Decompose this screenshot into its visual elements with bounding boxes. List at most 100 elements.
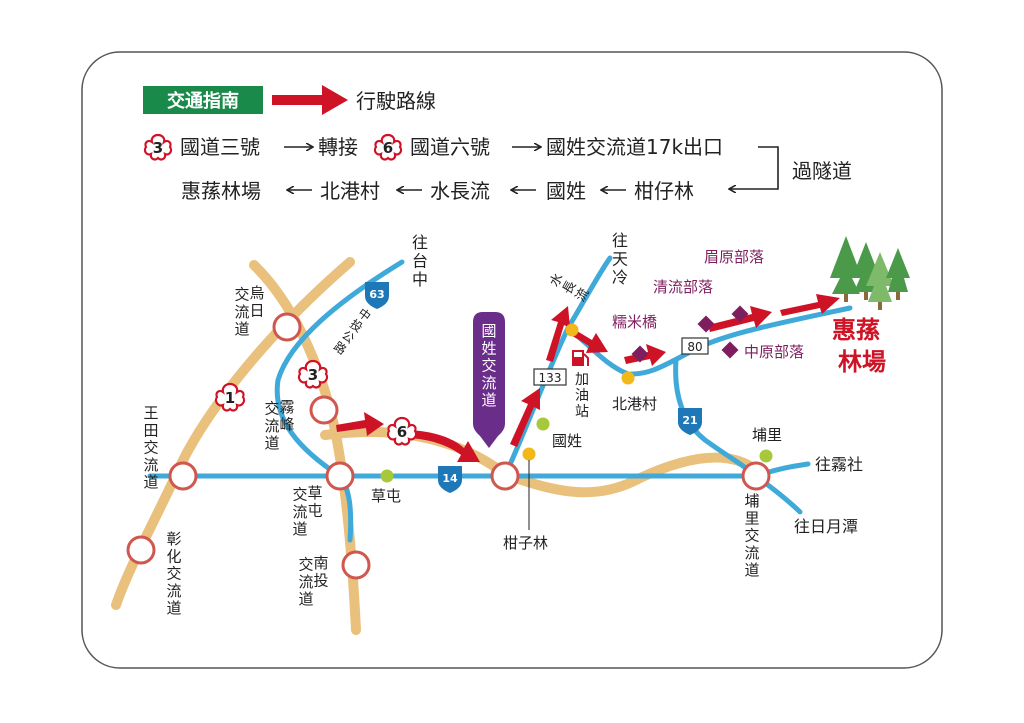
label-zhongyuan: 中原部落 (744, 343, 804, 361)
dir-huisun: 惠蓀林場 (181, 179, 261, 203)
interchanges (126, 312, 771, 580)
plum-shield-icon (143, 133, 173, 161)
route-arrow-3 (510, 388, 540, 447)
shield-21: 21 (678, 408, 702, 435)
route-legend-arrow (272, 85, 348, 115)
nuomi-bridge-marker (631, 345, 649, 363)
gas-station-icon (572, 350, 589, 366)
route-arrow-8 (780, 294, 840, 316)
label-meiyuan: 眉原部落 (704, 248, 764, 266)
wufeng-interchange (309, 395, 339, 425)
tribe-markers (631, 305, 749, 363)
label-to-tianleng: 往天冷 (612, 231, 628, 287)
wangtian-interchange (168, 461, 198, 491)
zhongyuan-marker (721, 341, 739, 359)
caotun-interchange (325, 461, 355, 491)
changhua-interchange (126, 535, 156, 565)
route-21-number: 21 (682, 414, 697, 427)
route-arrow-4 (546, 306, 570, 362)
guide-badge-text: 交通指南 (167, 90, 239, 112)
wuri-interchange (272, 312, 302, 342)
label-caotun: 草屯 (371, 487, 401, 505)
shield-63: 63 (365, 282, 389, 309)
plum-shield-icon (214, 382, 246, 412)
plum-shield-icon (373, 133, 403, 161)
label-changhua-ic: 彰化交流道 (166, 530, 181, 617)
puli-dot (759, 449, 773, 463)
road-133 (502, 255, 613, 479)
nantou-interchange (341, 550, 371, 580)
route-arrow-1 (336, 412, 384, 436)
dir-freeway-3: 國道三號 (180, 135, 260, 159)
ganzilin-dot (522, 447, 536, 461)
legend: 交通指南 行駛路線 (143, 85, 436, 115)
route-legend-label: 行駛路線 (356, 89, 436, 113)
plum-shield-6: 6 (386, 416, 418, 446)
label-to-wushe: 往霧社 (815, 455, 863, 474)
label-puli: 埔里 (752, 426, 782, 444)
route-63-number: 63 (369, 288, 384, 301)
guide-badge (143, 86, 263, 114)
road-21 (673, 357, 759, 479)
route-3-number: 3 (308, 366, 318, 384)
label-wuri-ic: 烏日交流道 (234, 284, 264, 338)
label-wangtian-ic: 王田交流道 (143, 404, 158, 491)
label-wufeng-ic: 霧峰交流道 (264, 398, 294, 452)
guoxing-dot (536, 417, 550, 431)
label-caotun-ic: 草屯交流道 (292, 484, 322, 538)
route-6-number: 6 (397, 423, 407, 441)
shield-6-number: 6 (383, 139, 393, 157)
route-arrow-2 (410, 430, 480, 462)
plum-shield-1: 1 (214, 382, 246, 412)
road-63-zhongtou (274, 259, 405, 543)
freeway-6-shield-text: 6 (373, 133, 403, 161)
road-beigang (565, 305, 853, 377)
guoxing-ic-pin (473, 312, 505, 448)
dir-freeway-6: 國道六號 (410, 135, 490, 159)
label-huisun-line1: 惠蓀 (832, 316, 880, 344)
meiyuan-marker (731, 305, 749, 323)
label-to-sunmoonlake: 往日月潭 (794, 517, 858, 536)
dir-tunnel: 過隧道 (792, 159, 852, 183)
forest-icon (830, 236, 910, 310)
plum-shield-icon (386, 416, 418, 446)
dir-transfer: 轉接 (318, 135, 358, 159)
qingliu-marker (697, 315, 715, 333)
route-arrow-5 (569, 328, 608, 353)
dir-beigang: 北港村 (320, 179, 380, 203)
county-road-box (533, 368, 567, 386)
highway-shield-icon (438, 466, 462, 493)
shield-133: 133 (533, 368, 567, 386)
plum-shield-3: 3 (297, 359, 329, 389)
label-guoxing-ic: 國姓交流道 (481, 322, 496, 409)
dir-guoxing: 國姓 (546, 179, 586, 203)
destination-label: 惠蓀 林場 (832, 316, 886, 376)
shield-14: 14 (438, 466, 462, 493)
dir-guoxing-exit: 國姓交流道17k出口 (546, 135, 723, 159)
map-frame (81, 51, 943, 669)
county-road-box (681, 337, 709, 355)
highway-shield-icon (365, 282, 389, 309)
label-ganzilin: 柑子林 (503, 534, 548, 552)
shield-3-number: 3 (153, 139, 163, 157)
route-14-number: 14 (442, 472, 458, 485)
plum-shield-icon (297, 359, 329, 389)
directions: 3 國道三號 轉接 6 國道六號 國姓交流道17k出口 過隧道 惠蓀林場 北港村… (143, 133, 852, 203)
guoxing-interchange (490, 461, 520, 491)
dir-ganzilin: 柑仔林 (634, 179, 694, 203)
highway-shield-icon (678, 408, 702, 435)
label-puli-ic: 埔里交流道 (744, 492, 759, 579)
freeway-3-shield-text: 3 (143, 133, 173, 161)
tunnel-bracket (730, 146, 779, 189)
shuichangliu-dot (565, 323, 579, 337)
label-qingliu: 清流部落 (653, 278, 713, 296)
label-to-taichung: 往台中 (412, 233, 428, 289)
shield-80: 80 (681, 337, 709, 355)
beigang-dot (621, 371, 635, 385)
label-nuomi-bridge: 糯米橋 (612, 313, 657, 331)
caotun-dot (380, 469, 394, 483)
label-shuichangliu: 水長流 (547, 271, 592, 305)
route-133-number: 133 (539, 371, 562, 385)
label-beigang: 北港村 (612, 395, 657, 413)
